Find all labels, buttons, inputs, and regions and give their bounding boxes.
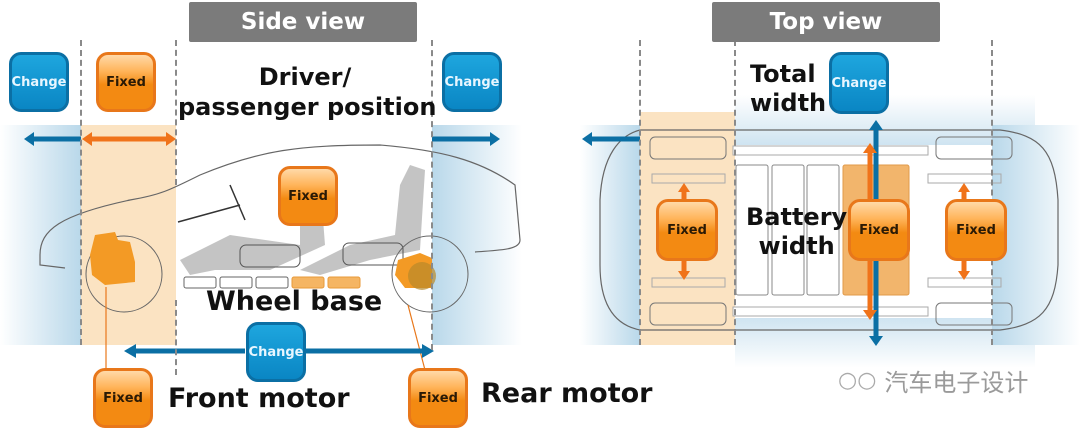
rear-motor-fixed-badge: Fixed [408,368,468,428]
wheel-base-arrow [124,344,434,358]
front-overhang-zone [0,125,81,345]
rear-overhang-zone [432,125,522,345]
battery-blocks-side [183,276,361,289]
front-motor-label: Front motor [168,383,350,414]
battery-cells-top [735,164,910,296]
divider-top-1 [639,40,641,345]
total-width-change-badge: Change [829,52,889,114]
total-width-line2: width [750,89,827,117]
rear-motor-label: Rear motor [481,378,653,409]
top-rear-fixed-badge: Fixed [945,199,1007,261]
battery-width-line2: width [758,232,835,260]
divider-top-3 [991,40,993,345]
car-side-outline [39,144,521,256]
divider-side-1 [80,40,82,345]
front-motor-fixed-badge: Fixed [93,368,153,428]
front-overhang-arrow [24,132,81,146]
driver-position-line1: Driver/ [258,63,352,91]
steering-column [177,204,241,223]
battery-fixed-badge: Fixed [848,199,910,261]
battery-width-line1: Battery [746,203,848,231]
rear-wheel [391,235,469,313]
driver-silhouette [180,180,325,275]
total-width-line1: Total [750,60,816,88]
front-section-fixed-badge: Fixed [96,52,156,112]
top-front-overhang-zone [580,125,640,345]
driver-position-label: Driver/ passenger position [178,62,437,122]
divider-side-3 [431,40,433,350]
rear-passenger-silhouette [300,165,425,275]
top-front-fixed-badge: Fixed [656,199,718,261]
car-top-outline [599,129,1059,331]
front-overhang-change-badge: Change [9,52,69,112]
top-view-header: Top view [712,2,940,42]
top-width-zone-lower [735,318,1035,368]
front-fixed-arrow [82,132,176,146]
driver-position-line2: passenger position [178,93,437,121]
watermark-text: 汽车电子设计 [884,369,1029,397]
divider-side-2 [175,40,177,185]
top-front-arrow [582,132,640,146]
divider-top-2 [734,40,736,345]
side-view-header: Side view [189,2,417,42]
front-motor-shape [90,232,135,285]
wheel-base-label: Wheel base [206,286,383,317]
rear-overhang-change-badge: Change [442,52,502,112]
front-wheel [85,235,163,313]
rear-overhang-arrow [432,132,500,146]
wheel-base-change-badge: Change [246,322,306,382]
watermark: ○○ 汽车电子设计 [838,363,1028,398]
battery-width-label: Battery width [746,203,847,261]
divider-side-2b [175,300,177,375]
wechat-icon: ○○ [838,368,877,393]
cabin-fixed-badge: Fixed [278,166,338,226]
total-width-label: Total width [750,60,826,118]
